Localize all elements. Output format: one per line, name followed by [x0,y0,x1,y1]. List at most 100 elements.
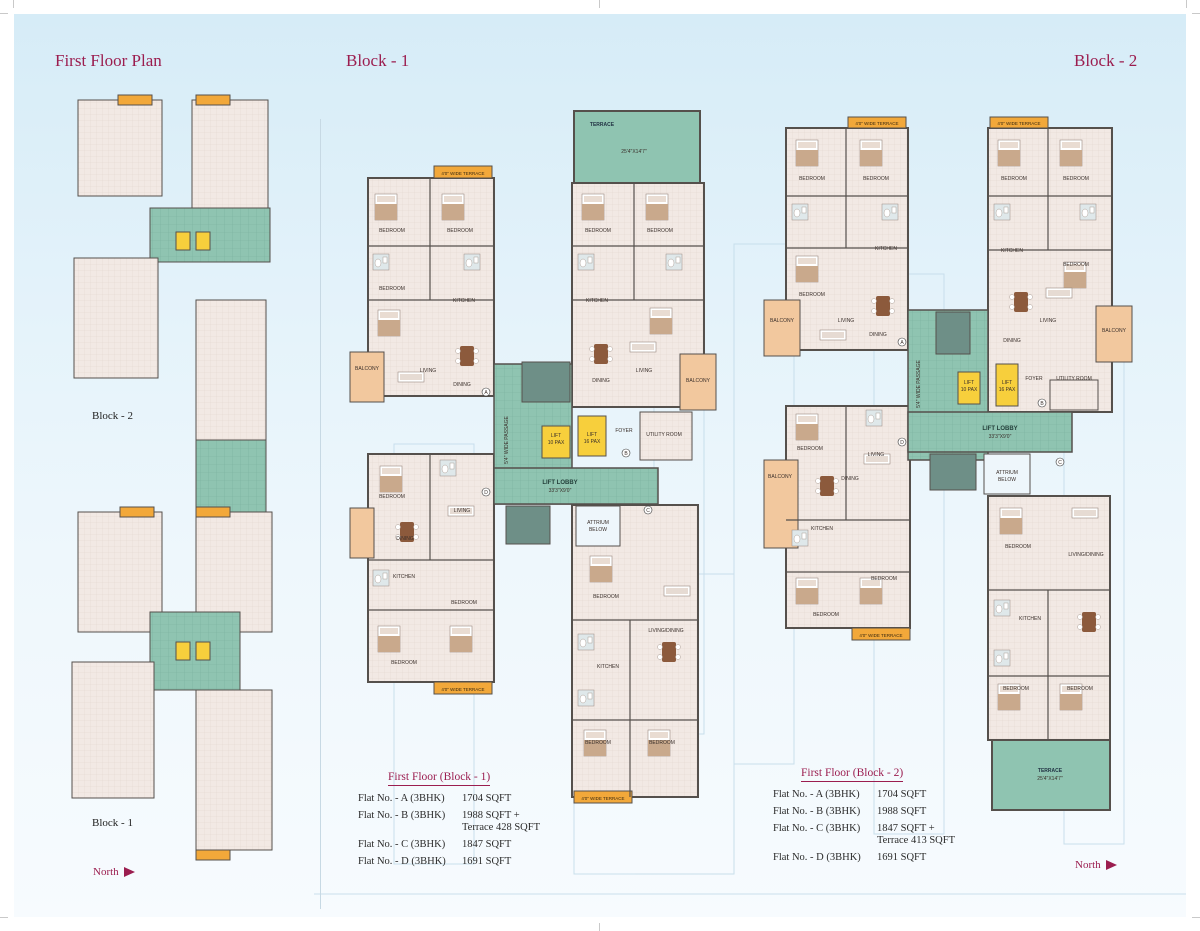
key-plan [71,94,273,861]
room-label-living: LIVING [838,318,855,324]
block2-wide-terrace-label: 4'0" WIDE TERRACE [997,121,1040,126]
crop-mark [13,0,14,8]
block2-atrium [983,453,1031,495]
block1-terrace-size: 25'4"X14'7" [621,149,647,155]
room-label-bedroom: BEDROOM [379,286,405,292]
block1-balcony-a [349,351,385,403]
lift10-capacity: 10 PAX [961,387,978,393]
key-plan-block1-label: Block - 1 [92,817,133,829]
crop-mark [1192,13,1200,14]
block2-terrace-label: TERRACE [1038,768,1063,774]
lift10-capacity: 10 PAX [548,440,565,446]
atrium-sub: BELOW [998,477,1016,483]
lift-lobby-label: LIFT LOBBY [982,426,1017,432]
room-label-dining: DINING [841,476,859,482]
room-label-bedroom: BEDROOM [797,446,823,452]
room-label-living-dining: LIVING/DINING [648,628,683,634]
room-label-bedroom: BEDROOM [799,292,825,298]
flat-a-marker: A [484,390,488,396]
room-label-foyer: FOYER [1025,376,1043,382]
room-label-dining: DINING [453,382,471,388]
room-label-bedroom: BEDROOM [1001,176,1027,182]
room-label-bedroom: BEDROOM [585,740,611,746]
north-arrow-icon [1105,860,1117,870]
block1-stair [505,505,551,545]
flat-b-marker: B [1040,401,1044,407]
room-label-living: LIVING [454,508,471,514]
lift16-capacity: 16 PAX [584,439,601,445]
north-arrow-icon [123,867,135,877]
block1-wide-terrace-a [433,165,493,179]
room-label-bedroom: BEDROOM [391,660,417,666]
north-label: North [93,866,119,878]
wide-passage-label: 5'4" WIDE PASSAGE [504,416,510,464]
block2-wide-terrace-a [847,116,907,129]
room-label-kitchen: KITCHEN [393,574,415,580]
room-label-bedroom: BEDROOM [451,600,477,606]
room-label-bedroom: BEDROOM [813,612,839,618]
room-label-bedroom: BEDROOM [1063,262,1089,268]
block1-wide-terrace-c [573,790,633,804]
block1-area-table: First Floor (Block - 1) Flat No. - A (3B… [358,771,572,873]
lift-lobby-size: 33'3"X9'0" [549,488,572,494]
block1-balcony-d [349,507,375,559]
room-label-bedroom: BEDROOM [379,494,405,500]
room-label-dining: DINING [592,378,610,384]
crop-mark [599,0,600,8]
crop-mark [0,917,8,918]
room-label-kitchen: KITCHEN [586,298,608,304]
block1-wide-terrace-label: 4'0" WIDE TERRACE [441,171,484,176]
atrium-sub: BELOW [589,527,607,533]
block1-atrium [575,505,621,547]
block1-wide-terrace-d [433,681,493,695]
crop-mark [1186,0,1187,8]
room-label-kitchen: KITCHEN [811,526,833,532]
crop-mark [0,13,8,14]
block1-wide-terrace-label: 4'0" WIDE TERRACE [441,687,484,692]
room-label-bedroom: BEDROOM [871,576,897,582]
block1-lift-16 [577,415,607,457]
block2-stair [929,453,977,491]
room-label-balcony: BALCONY [768,474,793,480]
north-indicator-left: North [93,866,135,878]
table-row: Flat No. - A (3BHK)1704 SQFT [773,789,927,800]
crop-mark [1192,917,1200,918]
wide-passage-label: 5'4" WIDE PASSAGE [916,360,922,408]
block2-table-heading: First Floor (Block - 2) [801,767,904,782]
room-label-balcony: BALCONY [355,366,380,372]
lift10-label: LIFT [551,433,561,439]
room-label-balcony: BALCONY [686,378,711,384]
block2-lift-lobby [907,411,1073,453]
table-row: Flat No. - C (3BHK)1847 SQFT +Terrace 41… [773,823,955,846]
block2-balcony-b [1095,305,1133,363]
table-row: Flat No. - C (3BHK)1847 SQFT [358,839,512,850]
room-label-bedroom: BEDROOM [649,740,675,746]
key-plan-block2-label: Block - 2 [92,410,133,422]
room-label-bedroom: BEDROOM [593,594,619,600]
room-label-utility: UTILITY ROOM [646,432,681,438]
block1-stair [521,361,571,403]
lift-lobby-size: 33'3"X9'0" [989,434,1012,440]
room-label-kitchen: KITCHEN [1001,248,1023,254]
block2-terrace-size: 25'4"X14'7" [1037,776,1063,782]
flat-d-marker: D [900,440,904,446]
room-label-living: LIVING [636,368,653,374]
block1-utility [639,411,693,461]
room-label-living: LIVING [420,368,437,374]
crop-mark [599,923,600,931]
block2-utility [1049,379,1099,411]
room-label-bedroom: BEDROOM [1067,686,1093,692]
north-label: North [1075,859,1101,871]
block1-terrace-label: TERRACE [590,122,615,128]
block2-area-table: First Floor (Block - 2) Flat No. - A (3B… [773,767,987,869]
room-label-bedroom: BEDROOM [1063,176,1089,182]
lift16-capacity: 16 PAX [999,387,1016,393]
room-label-bedroom: BEDROOM [585,228,611,234]
room-label-bedroom: BEDROOM [447,228,473,234]
block1-wide-terrace-label: 4'0" WIDE TERRACE [581,796,624,801]
lift16-label: LIFT [587,432,597,438]
lift10-label: LIFT [964,380,974,386]
block2-terrace [991,739,1111,811]
block2-title: Block - 2 [1074,51,1138,70]
